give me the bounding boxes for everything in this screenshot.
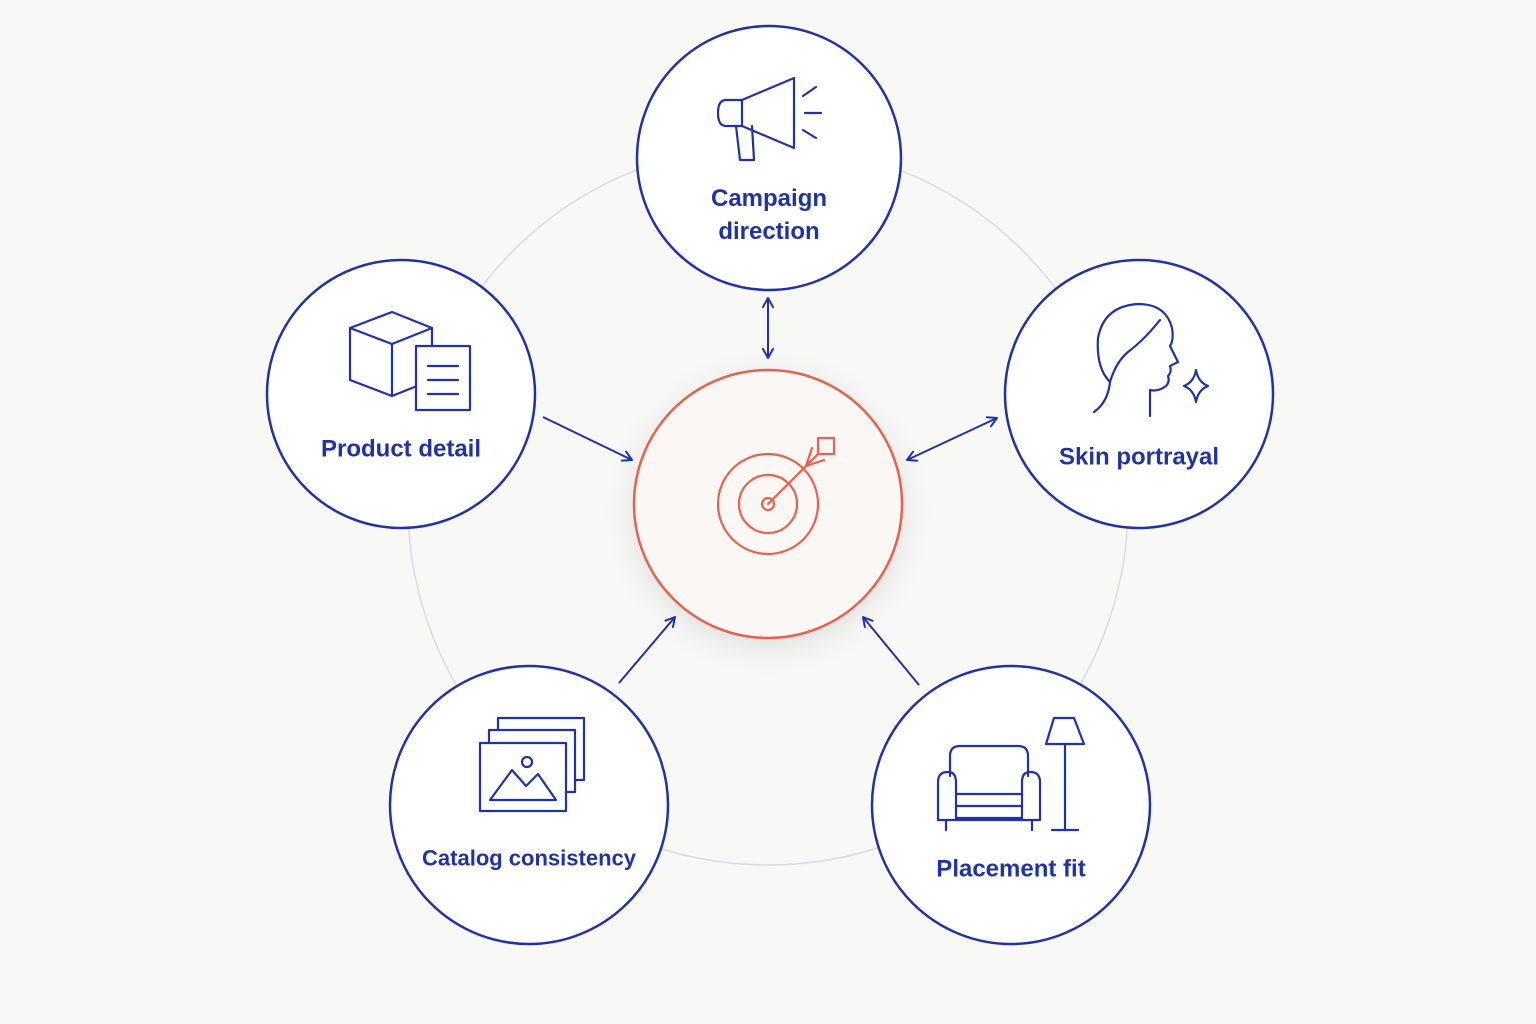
- center-node: [632, 368, 904, 640]
- target-arrow-icon: [716, 436, 836, 556]
- node-catalog-consistency: [388, 664, 670, 946]
- node-product-detail: [265, 258, 537, 530]
- box-document-icon: [348, 310, 472, 412]
- node-placement-fit: [870, 664, 1152, 946]
- sofa-lamp-icon: [936, 716, 1086, 832]
- connector-placement: [862, 616, 920, 686]
- connector-product: [542, 416, 633, 462]
- label-skin-portrayal: Skin portrayal: [1059, 441, 1219, 474]
- label-product-line-1: Product detail: [320, 435, 482, 463]
- megaphone-icon: [716, 76, 823, 162]
- node-campaign-direction: [635, 24, 903, 292]
- label-catalog-consistency: Catalog consistency: [422, 842, 636, 875]
- label-campaign-direction: Campaign direction: [711, 182, 827, 248]
- label-skin-line-1: Skin portrayal: [1058, 443, 1220, 471]
- connector-skin: [906, 416, 998, 462]
- label-placement-fit: Placement fit: [936, 853, 1085, 886]
- connector-catalog: [618, 616, 676, 684]
- label-catalog-line-1: Catalog consistency: [422, 845, 636, 871]
- label-placement-line-1: Placement fit: [936, 855, 1086, 883]
- label-product-detail: Product detail: [321, 433, 481, 466]
- image-stack-icon: [478, 716, 586, 813]
- face-sparkle-icon: [1092, 302, 1210, 418]
- node-skin-portrayal: [1003, 258, 1275, 530]
- label-campaign-line-1: Campaign: [710, 185, 828, 212]
- label-campaign-line-2: direction: [718, 218, 820, 245]
